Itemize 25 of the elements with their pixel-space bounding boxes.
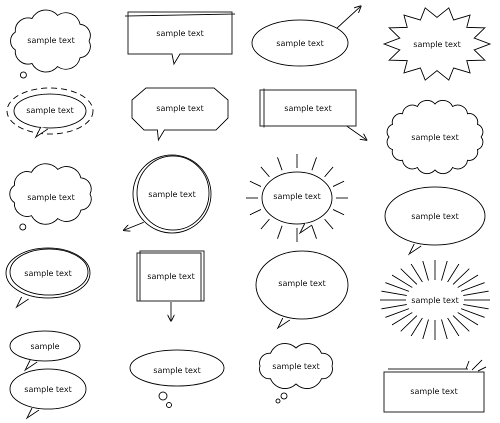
- bubble-text: sample text: [24, 384, 72, 394]
- bubble-text: sample text: [148, 190, 196, 198]
- bubble-text: sample text: [27, 36, 75, 44]
- bubble-text: sample text: [27, 192, 75, 202]
- bubble-text: sample text: [411, 296, 459, 304]
- bubble-text: sample text: [284, 104, 332, 112]
- bubble-text: sample: [30, 342, 60, 350]
- bubble-text: sample text: [26, 106, 74, 114]
- bubble-text: sample text: [156, 104, 204, 112]
- bubble-text: sample text: [147, 272, 195, 280]
- bubble-text: sample text: [273, 192, 321, 200]
- bubble-text: sample text: [411, 132, 459, 142]
- arrow: [346, 126, 368, 141]
- bubble-text: sample text: [272, 362, 320, 370]
- bubble-text: sample text: [24, 268, 72, 278]
- bubble-text: sample text: [413, 40, 461, 48]
- arrow: [336, 5, 362, 29]
- arrow: [166, 302, 176, 322]
- bubble-text: sample text: [153, 366, 201, 374]
- bubble-text: sample text: [410, 386, 458, 396]
- bubble-text: sample text: [276, 38, 324, 48]
- bubble-text: sample text: [278, 278, 326, 288]
- arrow: [122, 222, 144, 232]
- bubble-text: sample text: [156, 28, 204, 38]
- bubble-text: sample text: [411, 212, 459, 220]
